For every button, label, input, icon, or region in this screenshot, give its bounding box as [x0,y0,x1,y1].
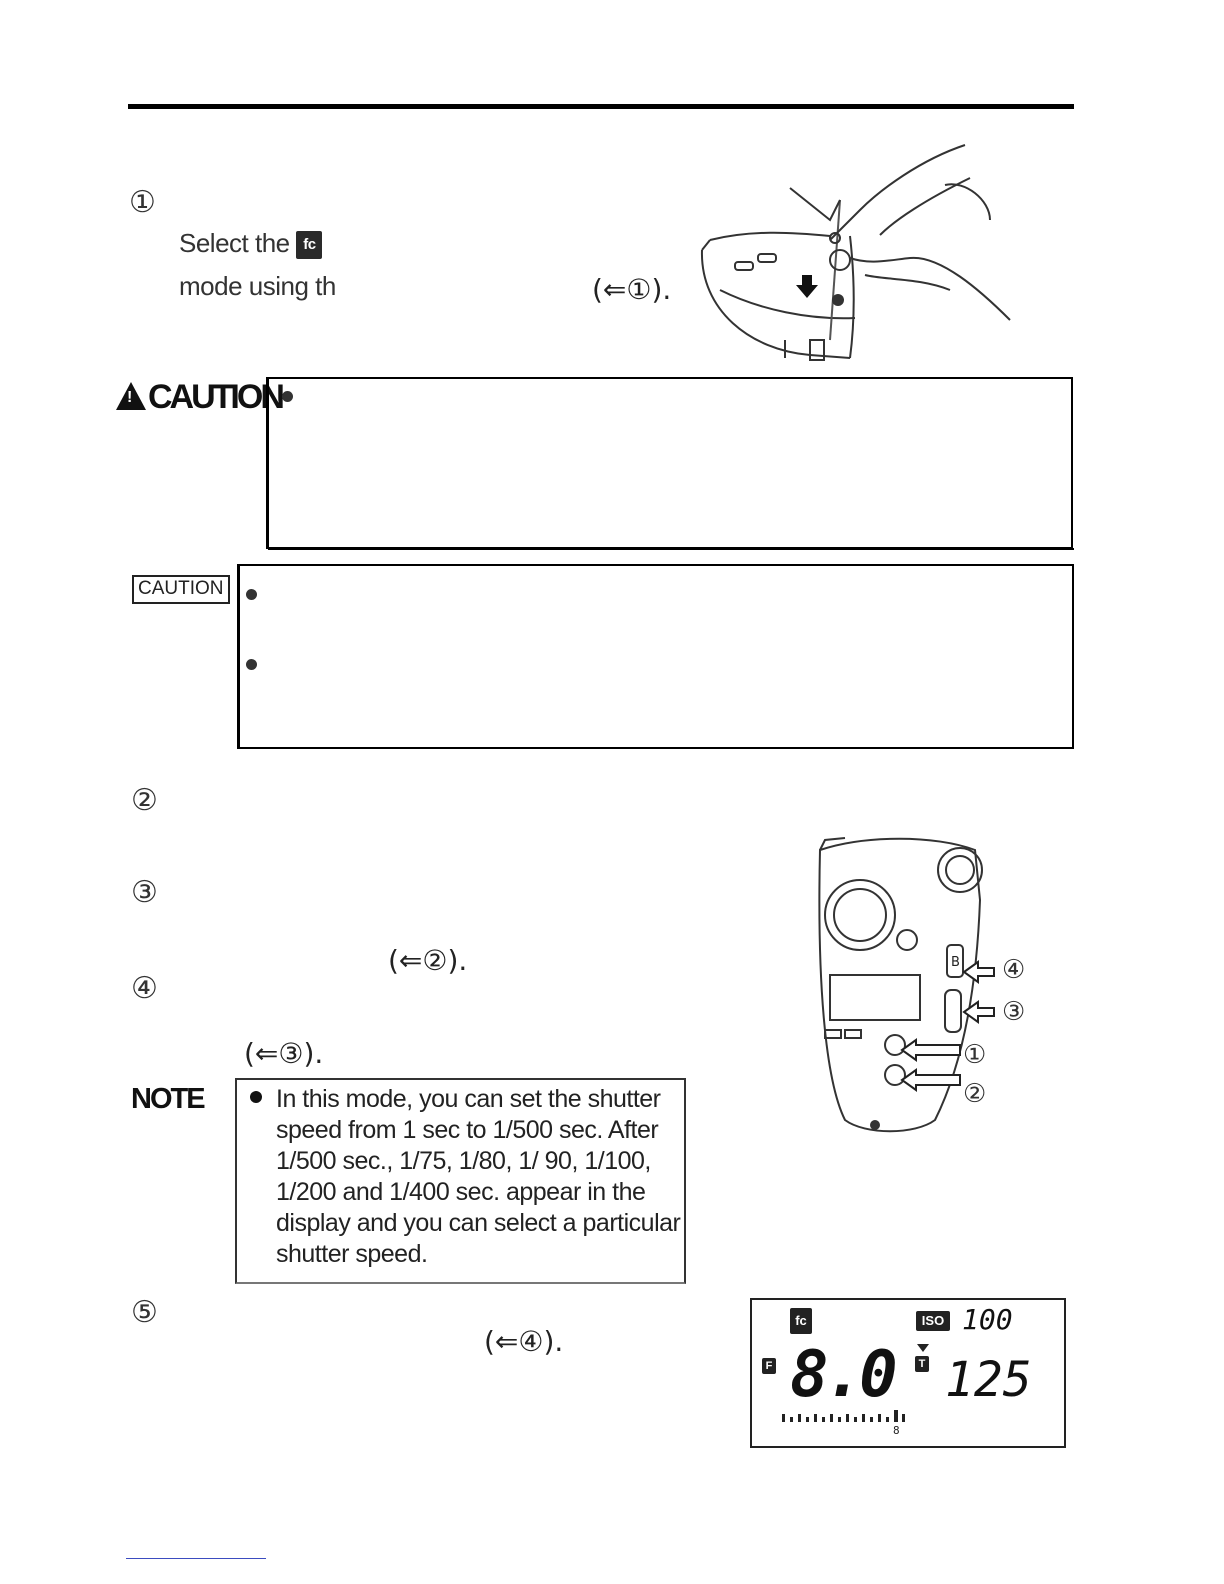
lcd-mode-icon: fc [790,1308,812,1334]
step-4-number: ④ [131,971,158,1006]
hand-pressing-button-illustration [700,144,1011,361]
lcd-aperture: 8.0 [790,1338,898,1412]
lcd-f-label: F [762,1358,776,1374]
lcd-t-label: T [915,1356,929,1372]
step-1-ref: (⇐①). [592,273,672,306]
light-meter-illustration: B [818,837,983,1133]
note-box [235,1078,686,1284]
warning-triangle-icon [116,382,146,410]
meter-callout-3: ③ [1002,997,1026,1027]
meter-callout-2: ② [963,1079,987,1109]
step-1-line-1: Select the fc [179,228,323,260]
lcd-analog-scale [782,1410,905,1422]
caution-heading: CAUTION [116,378,285,417]
lcd-scale-mark: 8 [893,1424,900,1437]
flash-cord-mode-icon: fc [296,231,323,260]
caution-small-box [237,564,1074,749]
meter-callout-long-arrows [900,1038,961,1092]
caution-small-bullet-1 [246,589,257,600]
svg-text:B: B [951,955,960,970]
lcd-iso-value: 100 [962,1303,1013,1336]
top-rule [128,104,1074,109]
lcd-iso-label: ISO [916,1311,950,1331]
meter-callout-arrows [962,960,995,1024]
caution-box-bottom-rule [268,548,1074,550]
caution-small-label: CAUTION [132,575,230,604]
note-bullet [250,1091,262,1103]
step-1-text-a: Select the [179,228,290,258]
step-3-ref: (⇐②). [388,944,468,977]
step-5-ref: (⇐④). [484,1325,564,1358]
caution-box-bullet [282,391,293,402]
note-text: In this mode, you can set the shutter sp… [276,1085,681,1268]
step-4-ref: (⇐③). [244,1037,324,1070]
caution-box [266,377,1073,549]
step-3-number: ③ [131,875,158,910]
lcd-indicator-arrow-icon [917,1344,929,1352]
lcd-shutter: 125 [945,1352,1032,1408]
meter-callout-4: ④ [1002,955,1026,985]
step-2-number: ② [131,783,158,818]
caution-heading-label: CAUTION [148,378,285,416]
meter-callout-1: ① [963,1040,987,1070]
lcd-display [750,1298,1066,1448]
step-1-line-2: mode using th [179,271,336,301]
footer-rule [126,1558,266,1559]
note-label: NOTE [131,1083,206,1115]
step-5-number: ⑤ [131,1295,158,1330]
caution-small-bullet-2 [246,659,257,670]
step-1-number: ① [129,185,156,220]
